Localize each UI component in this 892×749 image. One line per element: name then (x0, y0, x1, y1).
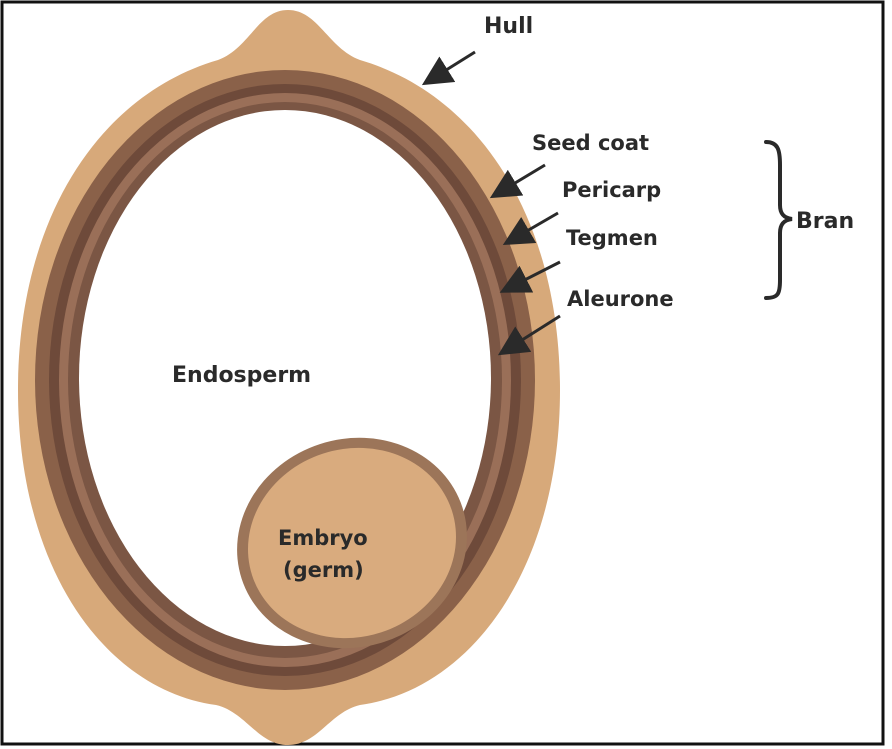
pericarp-label: Pericarp (562, 178, 661, 202)
seed-coat-label: Seed coat (532, 131, 649, 155)
embryo-label: Embryo (278, 526, 368, 550)
hull-arrow (427, 52, 475, 82)
aleurone-label: Aleurone (567, 287, 674, 311)
germ-label: (germ) (283, 558, 364, 582)
bran-label: Bran (796, 209, 854, 234)
bran-brace (766, 142, 792, 298)
endosperm-label: Endosperm (172, 363, 311, 388)
hull-label: Hull (484, 14, 533, 39)
tegmen-label: Tegmen (566, 226, 658, 250)
